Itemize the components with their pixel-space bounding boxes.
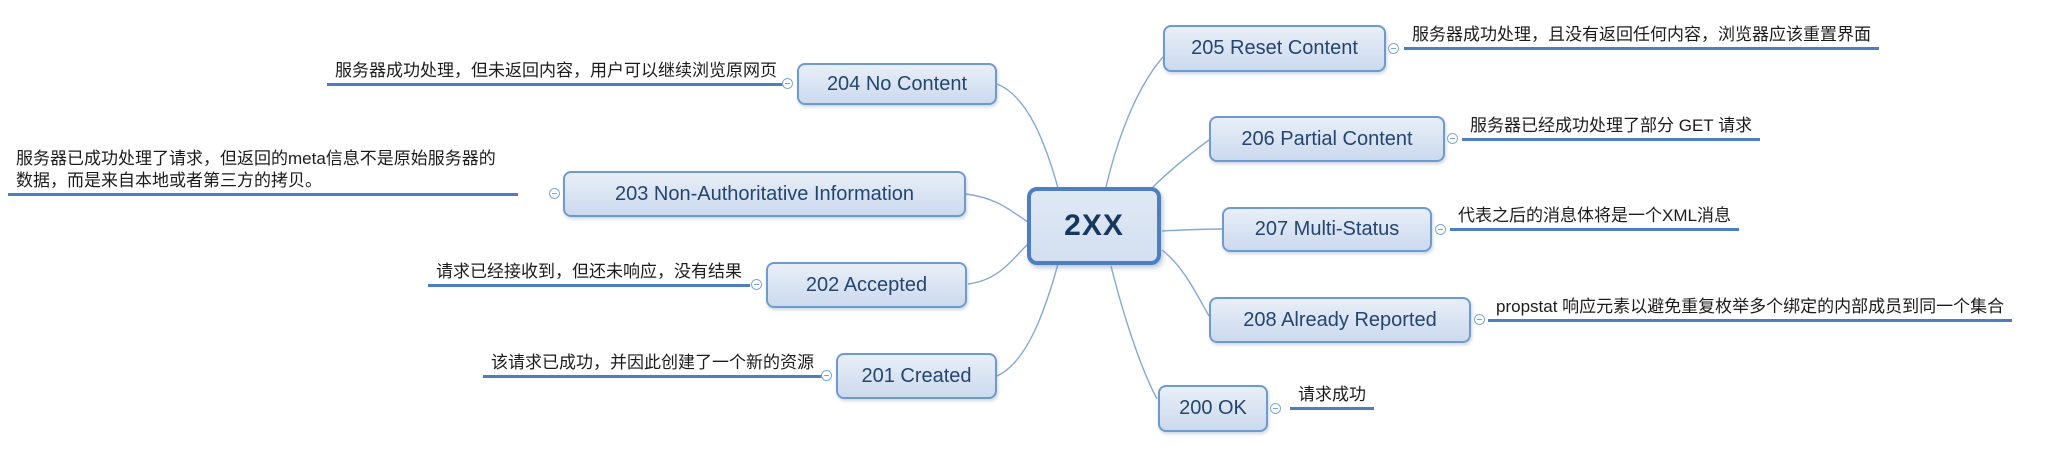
topic-202-accepted[interactable]: 202 Accepted	[766, 262, 967, 308]
note-text: 请求已经接收到，但还未响应，没有结果	[436, 262, 742, 281]
collapse-icon[interactable]	[1474, 314, 1485, 325]
topic-label: 200 OK	[1179, 397, 1247, 419]
collapse-icon[interactable]	[1270, 403, 1281, 414]
branch-curve-202	[967, 243, 1029, 285]
note-text: 代表之后的消息体将是一个XML消息	[1458, 206, 1731, 225]
collapse-icon[interactable]	[549, 188, 560, 199]
note-text: propstat 响应元素以避免重复枚举多个绑定的内部成员到同一个集合	[1496, 297, 2005, 316]
topic-201-created[interactable]: 201 Created	[836, 353, 997, 399]
note-202[interactable]: 请求已经接收到，但还未响应，没有结果	[428, 261, 750, 287]
collapse-icon[interactable]	[1435, 224, 1446, 235]
root-topic-2xx[interactable]: 2XX	[1027, 187, 1161, 265]
note-200[interactable]: 请求成功	[1290, 384, 1374, 410]
branch-curve-207	[1161, 228, 1223, 232]
branch-curve-200	[1110, 265, 1158, 400]
note-text: 服务器已经成功处理了部分 GET 请求	[1470, 116, 1753, 135]
note-207[interactable]: 代表之后的消息体将是一个XML消息	[1450, 205, 1739, 231]
collapse-icon[interactable]	[782, 78, 793, 89]
note-203[interactable]: 服务器已成功处理了请求，但返回的meta信息不是原始服务器的数据，而是来自本地或…	[8, 148, 518, 196]
note-205[interactable]: 服务器成功处理，且没有返回任何内容，浏览器应该重置界面	[1404, 24, 1879, 50]
topic-207-multi-status[interactable]: 207 Multi-Status	[1222, 207, 1432, 252]
branch-curve-204	[996, 83, 1059, 189]
topic-label: 205 Reset Content	[1191, 37, 1358, 59]
collapse-icon[interactable]	[751, 279, 762, 290]
topic-label: 206 Partial Content	[1241, 127, 1413, 150]
note-201[interactable]: 该请求已成功，并因此创建了一个新的资源	[483, 352, 822, 378]
branch-curve-205	[1105, 56, 1164, 188]
branch-curve-201	[996, 263, 1059, 377]
collapse-icon[interactable]	[1388, 43, 1399, 54]
topic-label: 208 Already Reported	[1243, 308, 1437, 331]
topic-203-non-authoritative-information[interactable]: 203 Non-Authoritative Information	[563, 171, 966, 217]
topic-204-no-content[interactable]: 204 No Content	[797, 63, 997, 105]
root-topic-label: 2XX	[1064, 209, 1124, 242]
note-text: 服务器成功处理，但未返回内容，用户可以继续浏览原网页	[335, 61, 777, 80]
branch-curve-206	[1151, 139, 1210, 189]
branch-curve-208	[1161, 249, 1210, 317]
note-204[interactable]: 服务器成功处理，但未返回内容，用户可以继续浏览原网页	[327, 60, 785, 86]
topic-208-already-reported[interactable]: 208 Already Reported	[1209, 297, 1471, 343]
note-text: 请求成功	[1298, 385, 1366, 404]
topic-206-partial-content[interactable]: 206 Partial Content	[1209, 116, 1445, 162]
topic-205-reset-content[interactable]: 205 Reset Content	[1163, 25, 1386, 72]
topic-label: 204 No Content	[826, 72, 968, 95]
collapse-icon[interactable]	[1447, 133, 1458, 144]
note-text: 服务器已成功处理了请求，但返回的meta信息不是原始服务器的数据，而是来自本地或…	[16, 149, 496, 190]
note-206[interactable]: 服务器已经成功处理了部分 GET 请求	[1462, 115, 1761, 141]
topic-label: 201 Created	[861, 364, 972, 387]
branch-curve-203	[965, 193, 1029, 223]
note-text: 服务器成功处理，且没有返回任何内容，浏览器应该重置界面	[1412, 25, 1871, 44]
note-text: 该请求已成功，并因此创建了一个新的资源	[491, 353, 814, 372]
topic-label: 203 Non-Authoritative Information	[614, 182, 915, 205]
collapse-icon[interactable]	[821, 370, 832, 381]
topic-200-ok[interactable]: 200 OK	[1158, 385, 1268, 432]
topic-label: 202 Accepted	[805, 273, 928, 296]
topic-label: 207 Multi-Status	[1254, 218, 1400, 240]
note-208[interactable]: propstat 响应元素以避免重复枚举多个绑定的内部成员到同一个集合	[1488, 296, 2013, 322]
